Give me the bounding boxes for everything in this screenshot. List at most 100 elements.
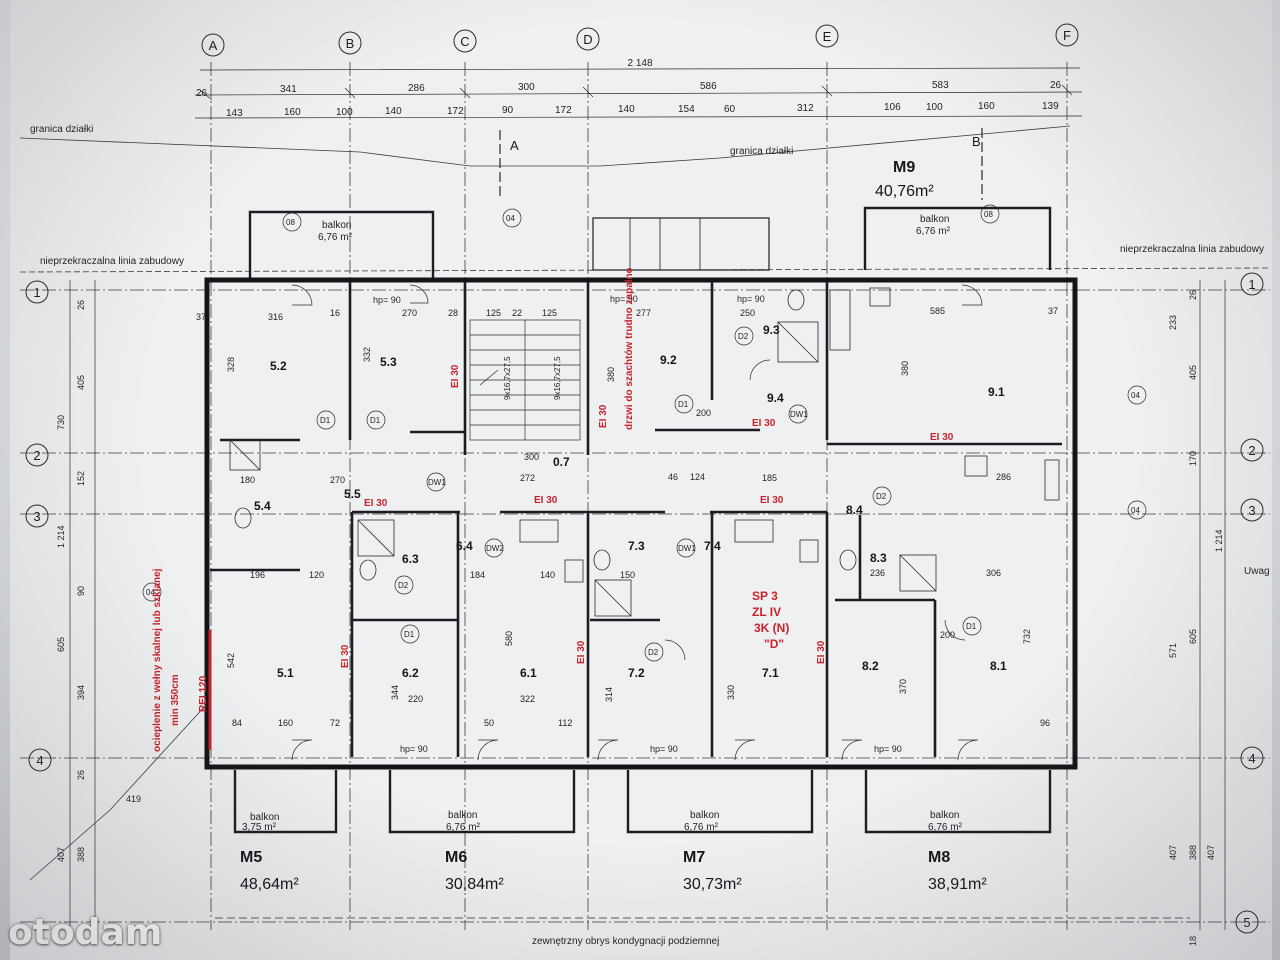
inner-dim: 112 bbox=[558, 718, 572, 728]
staircase bbox=[469, 319, 581, 441]
inner-dim: 125 bbox=[486, 308, 501, 318]
inner-dim: 84 bbox=[232, 718, 242, 728]
hp-label: hp= 90 bbox=[610, 294, 638, 304]
dim-top: 140 bbox=[618, 104, 635, 115]
axis-label-1-right: 1 bbox=[1248, 277, 1255, 292]
fire-label: EI 30 bbox=[340, 644, 351, 668]
room-5-3: 5.3 bbox=[380, 355, 397, 369]
balcony-area: 6,76 m² bbox=[916, 226, 951, 237]
hp-label: hp= 90 bbox=[874, 744, 902, 754]
dim-top: 160 bbox=[284, 107, 301, 118]
inner-dim: 732 bbox=[1022, 629, 1032, 644]
inner-dim: 50 bbox=[484, 718, 494, 728]
fire-zone-line: 3K (N) bbox=[754, 621, 789, 635]
inner-dim: 314 bbox=[604, 687, 614, 702]
door-tags: D1 D1 D1 D1 D1 D2 D2 D2 D2 DW1 DW1 DW1 D… bbox=[142, 204, 1147, 662]
room-8-3: 8.3 bbox=[870, 551, 887, 565]
otodam-watermark: otodam bbox=[8, 912, 163, 953]
inner-dim: 344 bbox=[390, 685, 400, 700]
side-dim: 18 bbox=[1188, 936, 1198, 946]
dim-top: 583 bbox=[932, 80, 949, 91]
dim-top: 26 bbox=[1050, 80, 1062, 91]
fire-label: EI 30 bbox=[752, 418, 776, 429]
label-building-line: nieprzekraczalna linia zabudowy bbox=[40, 256, 184, 267]
inner-dim: 330 bbox=[726, 685, 736, 700]
room-9-3: 9.3 bbox=[763, 323, 780, 337]
axis-bubbles-side: 1 2 3 4 1 2 3 4 5 bbox=[25, 272, 1264, 934]
top-dimension-lines bbox=[194, 67, 1083, 119]
room-7-3: 7.3 bbox=[628, 539, 645, 553]
inner-dim: 140 bbox=[540, 570, 555, 580]
balcony-area: 6,76 m² bbox=[446, 822, 481, 833]
dim-top: 286 bbox=[408, 83, 425, 94]
inner-dim: 28 bbox=[448, 308, 458, 318]
inner-dim: 585 bbox=[930, 306, 945, 316]
side-dimension-lines bbox=[69, 280, 1226, 930]
dim-top: 60 bbox=[724, 104, 736, 115]
door-tag: DW2 bbox=[486, 544, 504, 553]
axis-label-5-right: 5 bbox=[1243, 915, 1250, 930]
inner-dim: 16 bbox=[330, 308, 340, 318]
inner-dim: 185 bbox=[762, 473, 777, 483]
inner-dim: 286 bbox=[996, 472, 1011, 482]
paper-sheet bbox=[10, 0, 1272, 960]
inner-dim: 380 bbox=[900, 361, 910, 376]
dim-top: 160 bbox=[978, 101, 995, 112]
side-dim: 152 bbox=[76, 471, 86, 486]
inner-dim: 96 bbox=[1040, 718, 1050, 728]
side-dim: 26 bbox=[1188, 290, 1198, 300]
axis-bubbles-top: A B C D E F bbox=[201, 23, 1079, 57]
shaft-door-note: drzwi do szachtów trudno zapalne bbox=[624, 267, 635, 430]
fire-zone-block: SP 3 ZL IV 3K (N) "D" bbox=[752, 589, 789, 651]
inner-dim: 124 bbox=[690, 472, 705, 482]
fire-label: EI 30 bbox=[576, 640, 587, 664]
room-5-1: 5.1 bbox=[277, 666, 294, 680]
side-dim: 407 bbox=[1206, 845, 1216, 860]
door-tag: D1 bbox=[370, 416, 381, 425]
apartment-m6-name: M6 bbox=[445, 849, 467, 866]
inner-dim: 332 bbox=[362, 347, 372, 362]
axis-label-3-left: 3 bbox=[33, 509, 40, 524]
room-9-4: 9.4 bbox=[767, 391, 784, 405]
side-dim: 170 bbox=[1188, 451, 1198, 466]
section-b-label: B bbox=[972, 134, 981, 149]
side-dim: 407 bbox=[1168, 845, 1178, 860]
dim-top: 100 bbox=[336, 107, 353, 118]
side-dim: 394 bbox=[76, 685, 86, 700]
fire-label: EI 30 bbox=[598, 404, 609, 428]
door-tag: DW1 bbox=[790, 410, 808, 419]
axis-label-4-left: 4 bbox=[36, 753, 43, 768]
label-plot-boundary: granica działki bbox=[30, 124, 93, 135]
dim-top: 172 bbox=[555, 105, 572, 116]
room-5-2: 5.2 bbox=[270, 359, 287, 373]
dim-top: 90 bbox=[502, 105, 514, 116]
inner-dim: 200 bbox=[696, 408, 711, 418]
axis-label-c: C bbox=[460, 34, 469, 49]
top-dimension-texts: 2 148 26 341 286 300 586 583 26 143 160 … bbox=[196, 58, 1062, 119]
stair-spec: 9x16,7x27,5 bbox=[553, 356, 562, 400]
side-dim: 605 bbox=[56, 637, 66, 652]
inner-dim: 160 bbox=[278, 718, 293, 728]
inner-dim: 300 bbox=[524, 452, 539, 462]
door-tag: 04 bbox=[506, 214, 515, 223]
hp-labels: hp= 90 hp= 90 hp= 90 hp= 90 hp= 90 hp= 9… bbox=[373, 294, 902, 754]
inner-dim: 380 bbox=[606, 367, 616, 382]
side-dim: 26 bbox=[76, 300, 86, 310]
dim-top: 26 bbox=[196, 88, 208, 99]
door-tag: DW1 bbox=[678, 544, 696, 553]
room-numbers: 5.2 5.3 5.4 5.5 5.1 6.3 6.4 6.2 6.1 7.3 … bbox=[254, 323, 1007, 680]
interior-walls bbox=[210, 282, 1062, 757]
room-7-4: 7.4 bbox=[704, 539, 721, 553]
room-6-3: 6.3 bbox=[402, 552, 419, 566]
inner-dim: 220 bbox=[408, 694, 423, 704]
door-swings bbox=[291, 284, 983, 761]
inner-dim: 580 bbox=[504, 631, 514, 646]
fire-label: EI 30 bbox=[816, 640, 827, 664]
fire-label-rei: REI 120 bbox=[198, 675, 209, 712]
room-5-5: 5.5 bbox=[344, 487, 361, 501]
axis-label-d: D bbox=[583, 32, 592, 47]
side-dim: 388 bbox=[76, 847, 86, 862]
inner-dim: 306 bbox=[986, 568, 1001, 578]
